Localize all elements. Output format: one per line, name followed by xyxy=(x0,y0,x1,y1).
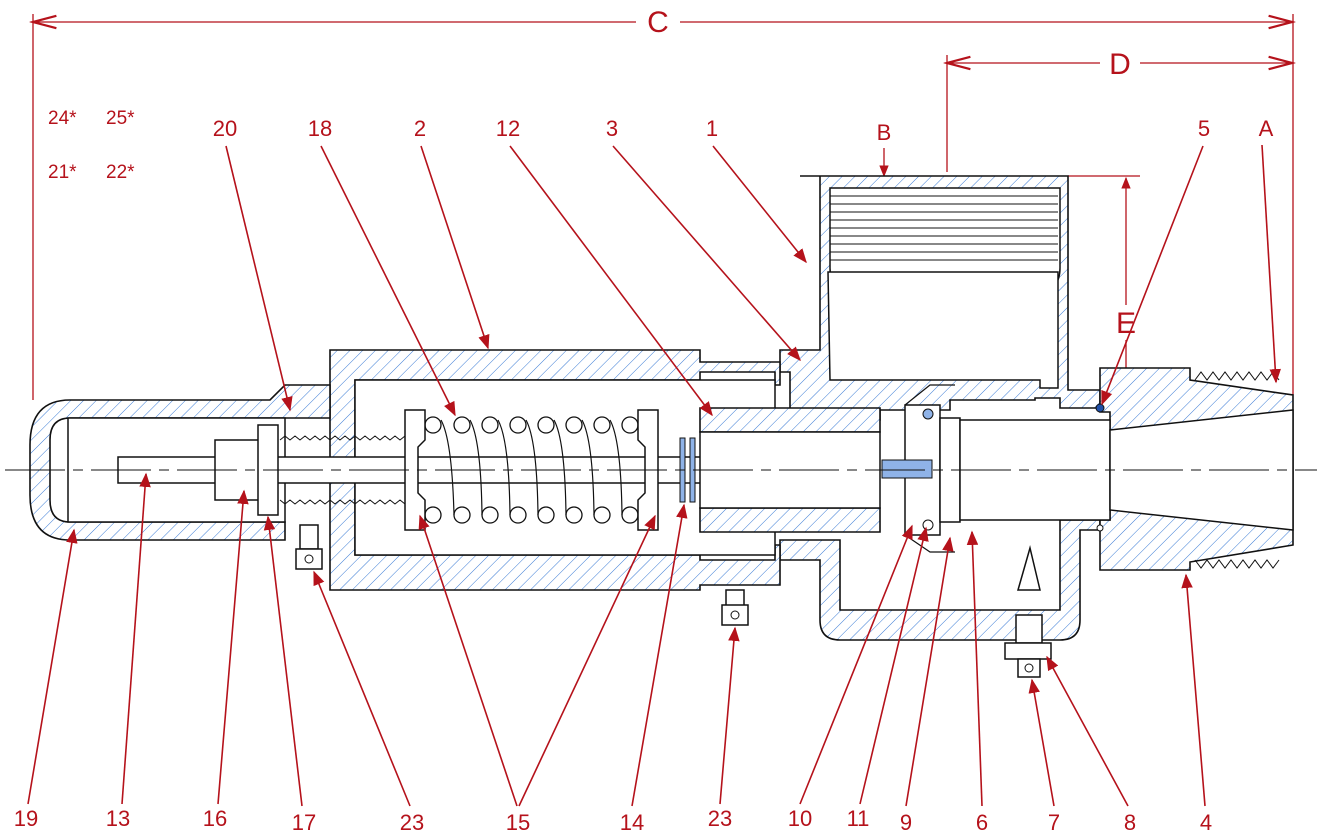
top-callouts: 20 18 2 12 3 1 5 xyxy=(213,116,1210,417)
callout-20: 20 xyxy=(213,116,237,141)
callout-18: 18 xyxy=(308,116,332,141)
dimension-b-label: B xyxy=(877,120,892,145)
callout-17: 17 xyxy=(292,810,316,832)
bottom-callouts: 19 13 16 17 23 15 14 23 10 11 9 6 7 8 4 xyxy=(14,472,1212,832)
callout-14: 14 xyxy=(620,810,644,832)
callout-8: 8 xyxy=(1124,810,1136,832)
note-label-24: 24* xyxy=(48,108,77,129)
callout-11: 11 xyxy=(847,806,870,831)
callout-23-right: 23 xyxy=(708,806,732,831)
note-label-25: 25* xyxy=(106,108,135,129)
callout-13: 13 xyxy=(106,806,130,831)
callout-2: 2 xyxy=(414,116,426,141)
note-labels: 24* 25* 21* 22* xyxy=(48,108,135,183)
callout-16: 16 xyxy=(203,806,227,831)
dimension-c: C xyxy=(33,6,1293,400)
callout-4: 4 xyxy=(1200,810,1212,832)
note-label-22: 22* xyxy=(106,162,135,183)
dimension-d: D xyxy=(947,48,1292,172)
dimension-a-label: A xyxy=(1259,116,1274,141)
callout-7: 7 xyxy=(1048,810,1060,832)
callout-9: 9 xyxy=(900,810,912,832)
dimension-c-label: C xyxy=(647,6,669,39)
valve-body xyxy=(5,175,1317,678)
callout-12: 12 xyxy=(496,116,520,141)
callout-3: 3 xyxy=(606,116,618,141)
callout-1: 1 xyxy=(706,116,718,141)
dimension-d-label: D xyxy=(1109,48,1131,81)
dimension-a: A xyxy=(1259,116,1281,384)
callout-10: 10 xyxy=(788,806,812,831)
callout-19: 19 xyxy=(14,806,38,831)
callout-6: 6 xyxy=(976,810,988,832)
callout-15: 15 xyxy=(506,810,530,832)
note-label-21: 21* xyxy=(48,162,77,183)
dimension-b: B xyxy=(877,120,892,178)
callout-5: 5 xyxy=(1198,116,1210,141)
callout-23-left: 23 xyxy=(400,810,424,832)
